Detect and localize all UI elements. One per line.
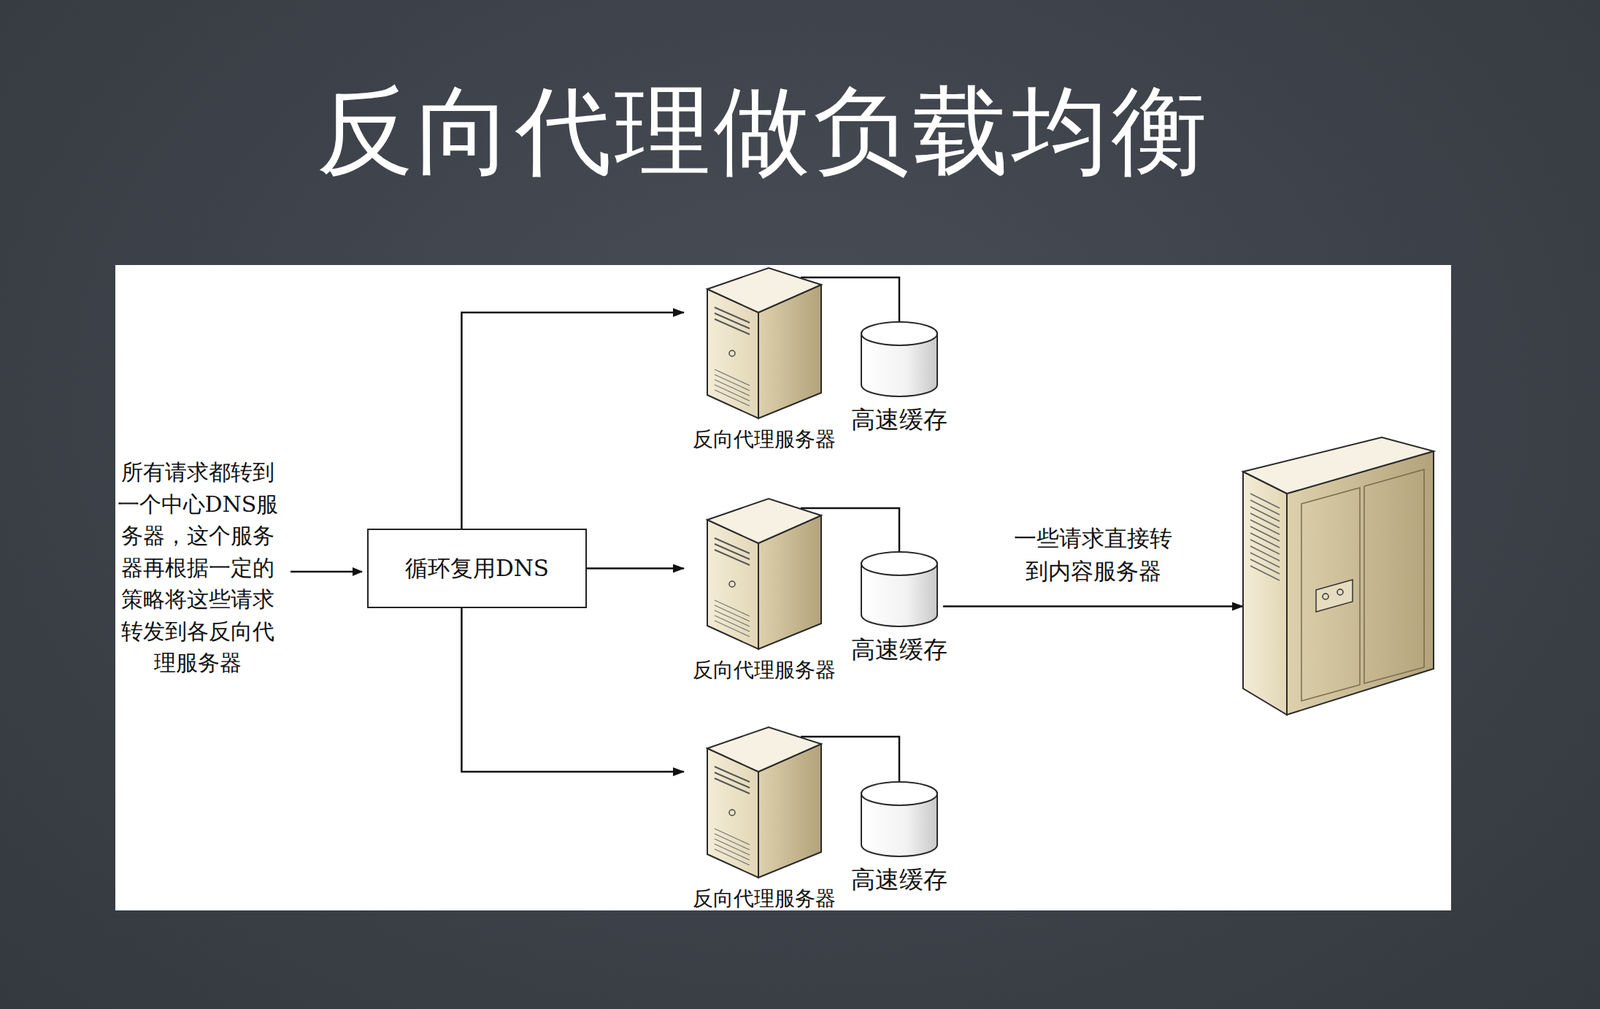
cabinet-vent [1250,506,1280,522]
cache-cylinder: 高速缓存 [837,781,962,895]
cabinet-vent [1250,519,1280,535]
process-box: 循环复用DNS [367,528,587,609]
proxy-server: 反向代理服务器 [683,726,845,911]
cabinet-vent [1250,526,1280,541]
cabinet-door [1301,487,1360,701]
server-vent [714,778,750,794]
cabinet-button [1337,589,1344,595]
connector [461,608,684,772]
cabinet-side [1243,471,1287,715]
connector [586,567,684,570]
node-illustration [707,726,822,878]
connector [461,312,684,529]
node-illustration [707,497,822,649]
server-grille [714,389,750,406]
connector [943,605,1244,608]
node-caption: 反向代理服务器 [683,886,845,911]
cabinet-vent [1250,552,1280,568]
proxy-server: 反向代理服务器 [683,497,845,683]
cabinet-button [1322,593,1329,600]
node-caption: 高速缓存 [837,864,962,895]
server-top [707,267,822,313]
node-illustration [1243,436,1434,715]
node-illustration [859,551,939,628]
node-illustration [707,267,822,419]
cylinder-top [861,781,938,806]
cabinet-panel [1316,579,1353,612]
cabinet-vent [1250,559,1280,574]
edge-label: 一些请求直接转到内容服务器 [1011,521,1175,588]
node-illustration [859,781,939,858]
cylinder-top [861,551,938,576]
server-top [707,727,822,772]
note-text: 所有请求都转到一个中心DNS服务器，这个服务器再根据一定的策略将这些请求转发到各… [116,456,279,679]
cabinet-vent [1250,532,1280,548]
input-arrow [290,570,363,573]
server-grille [714,620,750,637]
cabinet-vent [1250,539,1280,555]
box-label: 循环复用DNS [405,553,549,584]
content-server [1243,436,1434,715]
server-vent [714,549,750,565]
cache-cylinder: 高速缓存 [837,551,962,665]
cabinet-vent [1250,545,1280,561]
server-button [729,809,736,816]
cabinet-vent [1250,565,1280,581]
cabinet-front [1286,451,1434,715]
server-grille [714,848,750,865]
server-vent [714,318,750,335]
node-caption: 高速缓存 [837,405,962,435]
proxy-server: 反向代理服务器 [683,267,845,452]
node-caption: 反向代理服务器 [683,427,845,452]
cabinet-top [1243,437,1434,494]
cabinet-vent [1250,513,1280,528]
cabinet-vent [1250,500,1280,515]
cache-cylinder: 高速缓存 [837,321,962,435]
node-caption: 高速缓存 [837,635,962,665]
server-top [707,498,822,544]
cabinet-vent [1250,493,1280,509]
server-button [729,581,736,587]
server-button [729,350,736,357]
cabinet-door [1364,469,1425,684]
title-text: 反向代理做负载均衡 [0,67,1564,198]
node-illustration [859,321,939,398]
node-caption: 反向代理服务器 [683,657,845,683]
cylinder-top [861,321,938,346]
